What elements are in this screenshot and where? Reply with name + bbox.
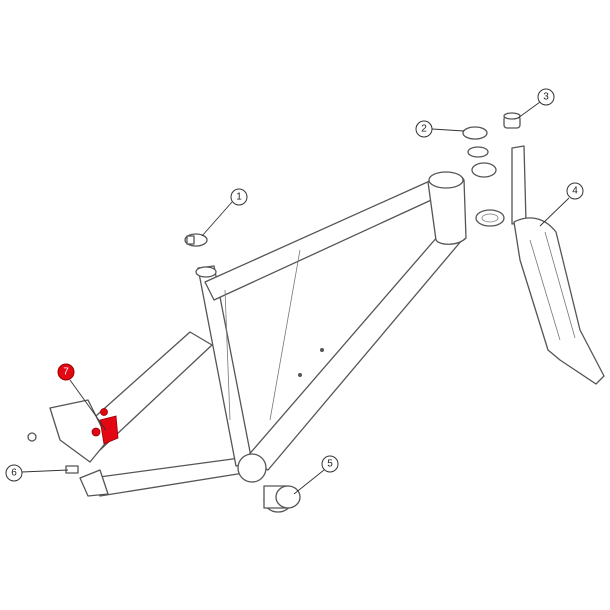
head-tube-top: [428, 171, 464, 189]
svg-text:4: 4: [572, 186, 578, 197]
svg-text:5: 5: [327, 459, 333, 470]
thru-axle-bolt: [27, 432, 79, 474]
svg-text:7: 7: [63, 367, 69, 378]
callout-3[interactable]: 3: [537, 88, 555, 106]
down-tube: [245, 235, 463, 471]
dropout: [49, 399, 109, 463]
callout-7[interactable]: 7: [57, 363, 75, 381]
compression-plug: [503, 112, 521, 129]
bb-shell: [237, 453, 267, 483]
callout-1[interactable]: 1: [230, 188, 248, 206]
callout-2[interactable]: 2: [415, 120, 433, 138]
svg-text:3: 3: [543, 92, 549, 103]
derailleur-hanger-parts: [91, 408, 119, 445]
chainstay: [91, 457, 251, 497]
fork: [511, 145, 605, 385]
svg-text:6: 6: [11, 468, 17, 479]
frame: [49, 171, 467, 497]
svg-text:2: 2: [421, 124, 427, 135]
callout-6[interactable]: 6: [5, 464, 23, 482]
svg-text:1: 1: [236, 192, 242, 203]
seat-tube-top: [195, 266, 217, 278]
headset-parts: [462, 126, 505, 227]
bottom-bracket: [263, 485, 301, 513]
seatpost-clamp: [184, 233, 208, 247]
callout-4[interactable]: 4: [566, 182, 584, 200]
callout-5[interactable]: 5: [321, 455, 339, 473]
